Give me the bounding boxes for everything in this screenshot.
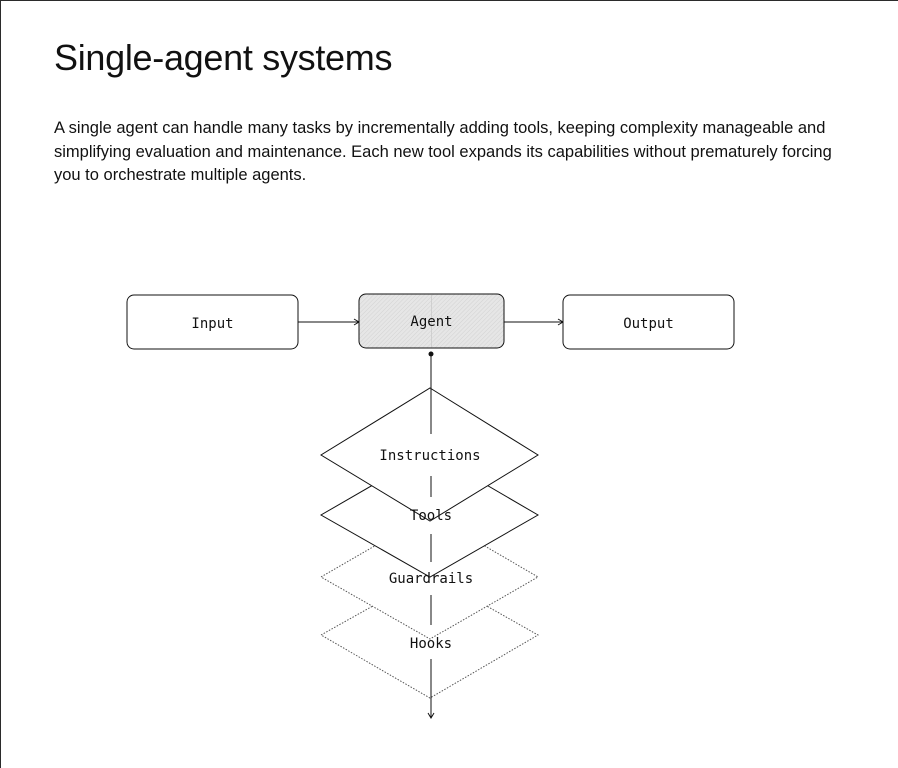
page-title: Single-agent systems [54,37,393,78]
guardrails-label: Guardrails [389,571,473,587]
output-box [562,294,735,350]
hooks-label: Hooks [410,636,452,652]
output-label: Output [623,316,674,332]
agent-label: Agent [410,314,452,330]
instructions-diamond [320,387,539,522]
connector-arrowhead [427,712,435,719]
input-label: Input [191,316,233,332]
page-description: A single agent can handle many tasks by … [54,119,832,184]
tools-label: Tools [410,508,452,524]
instructions-label: Instructions [379,448,480,464]
